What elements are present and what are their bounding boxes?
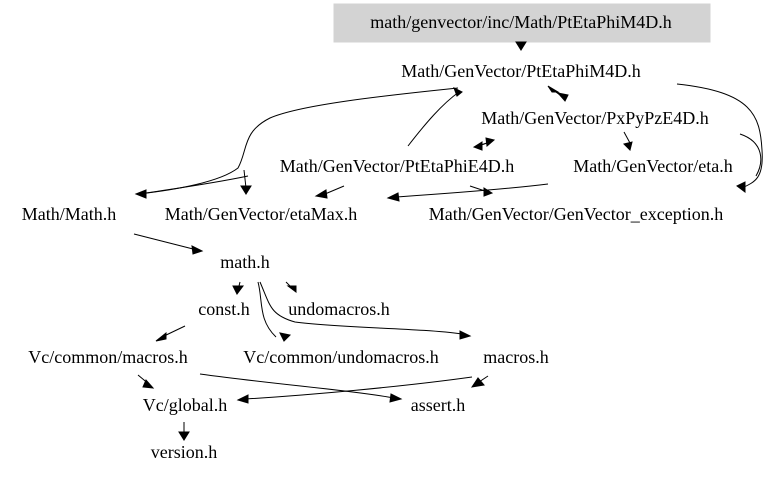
edge-ptetaphim4d-to-math <box>137 87 459 195</box>
arrowhead <box>134 189 147 199</box>
edge-pxpypze4d-to-eta <box>623 131 631 144</box>
nodes: math/genvector/inc/Math/PtEtaPhiM4D.h Ma… <box>22 12 733 462</box>
arrowhead <box>556 92 569 102</box>
edge-math_h-to-macros <box>259 281 463 335</box>
node-undomacros-h[interactable]: undomacros.h <box>288 299 389 319</box>
arrowhead <box>459 330 472 340</box>
node-root[interactable]: math/genvector/inc/Math/PtEtaPhiM4D.h <box>370 12 671 32</box>
arrowhead <box>736 181 746 193</box>
node-genvector-exception[interactable]: Math/GenVector/GenVector_exception.h <box>429 204 723 224</box>
edge-eta-to-exception <box>395 183 549 198</box>
node-vc-common-macros[interactable]: Vc/common/macros.h <box>28 347 187 367</box>
edge-pxpypze4d-to-exception <box>739 133 762 177</box>
arrowheads <box>134 41 746 441</box>
arrowhead <box>483 187 494 197</box>
node-vc-common-undomacros[interactable]: Vc/common/undomacros.h <box>243 347 438 367</box>
edge-math-to-math_h <box>133 233 198 251</box>
edge-macros-to-vc-global <box>245 376 473 400</box>
node-ptetaphim4d[interactable]: Math/GenVector/PtEtaPhiM4D.h <box>401 61 640 81</box>
edge-ptetaphie4d-to-ptetaphim4d <box>407 91 460 147</box>
node-const-h[interactable]: const.h <box>198 299 250 319</box>
arrowhead <box>485 137 496 147</box>
node-version-h[interactable]: version.h <box>151 442 218 462</box>
arrowhead <box>470 377 485 388</box>
root-node-box[interactable] <box>333 3 711 43</box>
node-math-math[interactable]: Math/Math.h <box>22 204 117 224</box>
arrowhead <box>191 245 204 255</box>
arrowhead <box>279 332 292 342</box>
node-ptetaphie4d[interactable]: Math/GenVector/PtEtaPhiE4D.h <box>280 156 514 176</box>
arrowhead <box>386 192 400 202</box>
node-vc-global[interactable]: Vc/global.h <box>143 395 227 415</box>
arrowhead <box>389 393 403 403</box>
arrowhead <box>515 41 527 51</box>
edge-math_h-to-vc-undomacros <box>257 281 277 338</box>
edge-vc-macros-to-assert <box>199 373 395 399</box>
node-etamax[interactable]: Math/GenVector/etaMax.h <box>165 204 357 224</box>
node-assert-h[interactable]: assert.h <box>411 395 465 415</box>
arrowhead <box>472 141 483 151</box>
arrowhead <box>178 431 190 441</box>
arrowhead <box>623 141 633 151</box>
edge-ptetaphim4d-to-exception <box>676 83 763 189</box>
arrowhead <box>155 331 167 342</box>
edge-ptetaphie4d-to-math <box>139 175 249 195</box>
arrowhead <box>547 85 560 93</box>
node-eta[interactable]: Math/GenVector/eta.h <box>573 156 732 176</box>
arrowhead <box>453 86 463 97</box>
edges <box>133 42 763 432</box>
arrowhead <box>232 285 244 295</box>
node-pxpypze4d[interactable]: Math/GenVector/PxPyPzE4D.h <box>481 108 708 128</box>
edge-ptetaphim4d-to-etamax-curve <box>243 169 247 189</box>
arrowhead <box>314 189 328 199</box>
arrowhead <box>286 285 297 293</box>
arrowhead <box>236 394 249 404</box>
edge-ptetaphie4d-to-etamax <box>324 185 345 195</box>
node-math-h[interactable]: math.h <box>220 252 270 272</box>
arrowhead <box>240 185 252 195</box>
node-macros-h[interactable]: macros.h <box>483 347 548 367</box>
arrowhead <box>142 379 155 389</box>
